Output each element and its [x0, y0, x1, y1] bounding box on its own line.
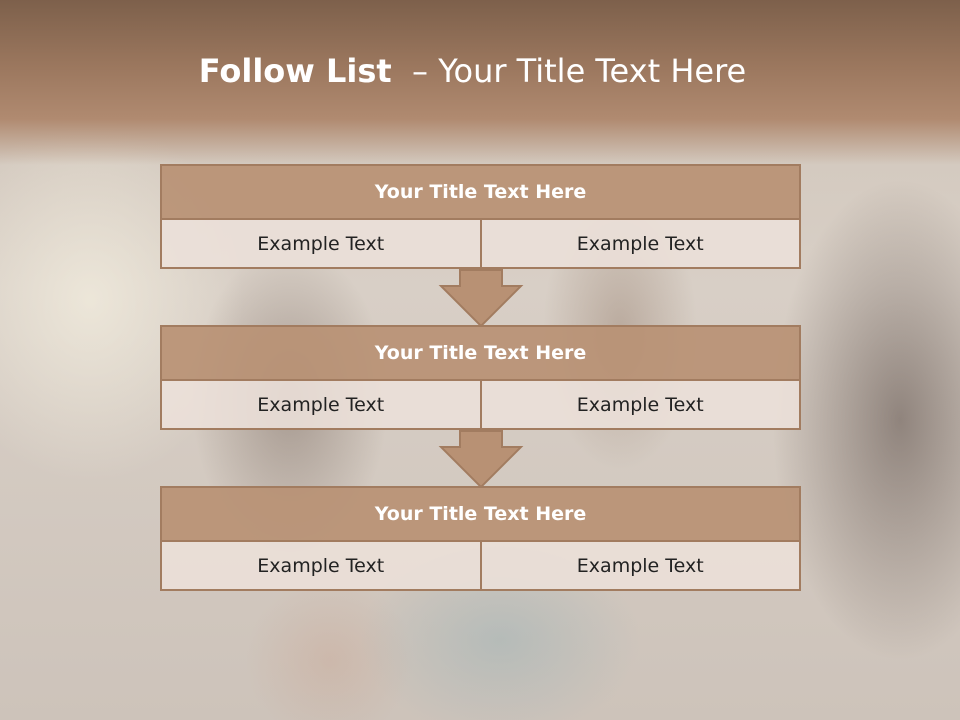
- block-cell-right: Example Text: [481, 381, 801, 430]
- block-cell-right: Example Text: [481, 542, 801, 591]
- block-cell-left: Example Text: [160, 220, 482, 269]
- slide-title-rest: – Your Title Text Here: [391, 52, 747, 90]
- block-row: Example Text Example Text: [160, 220, 801, 269]
- list-block-3: Your Title Text Here Example Text Exampl…: [160, 486, 801, 591]
- list-block-1: Your Title Text Here Example Text Exampl…: [160, 164, 801, 269]
- header-band: [0, 0, 960, 165]
- block-title: Your Title Text Here: [160, 325, 801, 381]
- block-cell-left: Example Text: [160, 381, 482, 430]
- down-arrow-icon: [438, 430, 524, 489]
- block-cell-left: Example Text: [160, 542, 482, 591]
- block-cell-right: Example Text: [481, 220, 801, 269]
- list-block-2: Your Title Text Here Example Text Exampl…: [160, 325, 801, 430]
- block-title: Your Title Text Here: [160, 486, 801, 542]
- down-arrow-icon: [438, 269, 524, 328]
- block-title: Your Title Text Here: [160, 164, 801, 220]
- block-row: Example Text Example Text: [160, 381, 801, 430]
- block-row: Example Text Example Text: [160, 542, 801, 591]
- slide-title: Follow List – Your Title Text Here: [0, 52, 945, 90]
- slide-title-bold: Follow List: [198, 52, 392, 90]
